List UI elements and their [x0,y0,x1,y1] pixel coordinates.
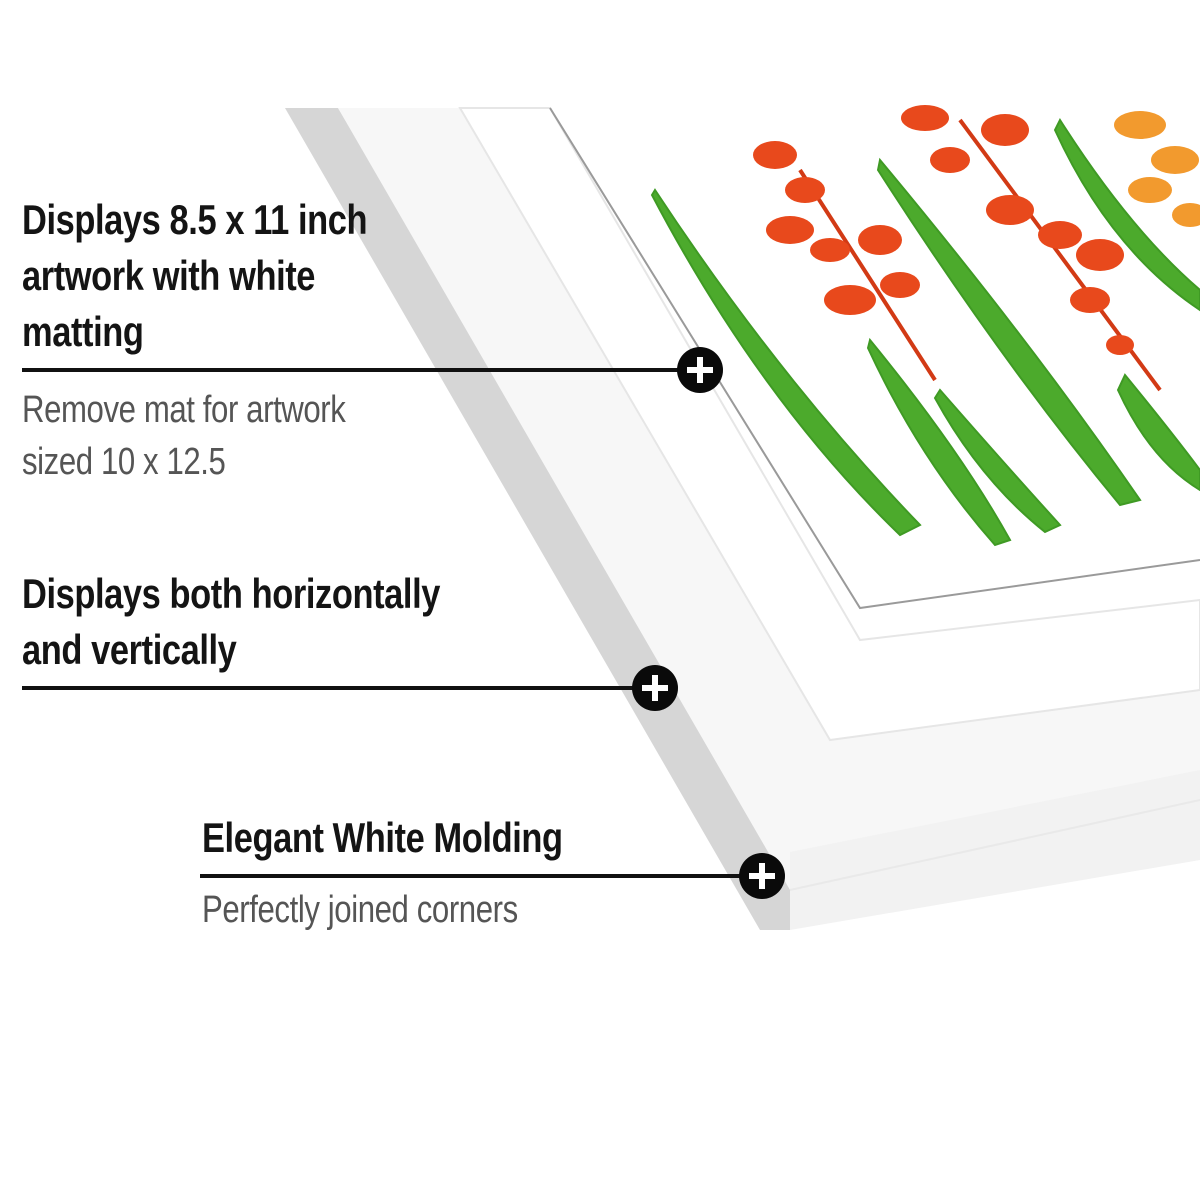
artwork-flowers-orange [1114,111,1200,227]
callout-2-headline: Displays both horizontally and verticall… [22,566,440,678]
headline-line: Elegant White Molding [202,814,563,861]
plus-circle-icon [739,853,785,899]
frame-grey-edge [285,108,790,930]
headline-line: Displays both horizontally [22,570,440,617]
headline-line: matting [22,308,144,355]
callout-1-subtext: Remove mat for artwork sized 10 x 12.5 [22,384,346,488]
headline-line: and vertically [22,626,237,673]
subtext-line: Perfectly joined corners [202,889,518,931]
headline-line: artwork with white [22,252,316,299]
artwork-leaves [650,117,1200,547]
frame-bottom-front [790,770,1200,930]
callout-3-headline: Elegant White Molding [202,810,563,866]
plus-circle-icon [632,665,678,711]
plus-circle-icon [677,347,723,393]
artwork-flowers-red [753,105,1162,392]
mat-edge [549,107,1200,610]
callout-3-subtext: Perfectly joined corners [202,884,518,936]
headline-line: Displays 8.5 x 11 inch [22,196,368,243]
callout-1-headline: Displays 8.5 x 11 inch artwork with whit… [22,192,368,360]
subtext-line: Remove mat for artwork [22,389,346,431]
frame-molding [338,108,1200,890]
subtext-line: sized 10 x 12.5 [22,441,226,483]
